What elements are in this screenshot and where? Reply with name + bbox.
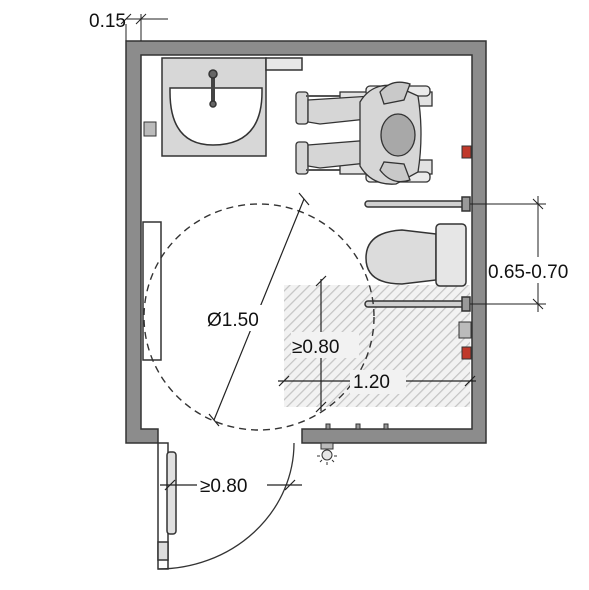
transfer-width-label: 1.20	[353, 372, 390, 393]
wall-thickness-label: 0.15	[89, 11, 126, 32]
wall-shelf	[142, 221, 162, 361]
door	[157, 442, 295, 570]
upper-grab-bar	[364, 196, 471, 212]
alarm-button-upper	[461, 145, 472, 159]
washbasin	[161, 57, 303, 157]
transfer-depth-label: ≥0.80	[292, 337, 339, 358]
wheelchair-user-icon	[295, 81, 433, 185]
lower-grab-bar	[364, 296, 471, 312]
toilet	[365, 223, 467, 287]
turning-circle	[143, 203, 375, 431]
wall-thickness-dimension	[120, 13, 168, 41]
door-width-label: ≥0.80	[200, 476, 247, 497]
soap-dispenser	[143, 121, 157, 137]
room-walls	[125, 40, 487, 444]
toilet-paper-holder	[458, 321, 472, 339]
grab-bar-spacing-label: 0.65-0.70	[488, 262, 568, 283]
bottom-wall-fixtures	[325, 423, 389, 430]
light-fixture-icon	[317, 442, 337, 465]
alarm-button-lower	[461, 346, 472, 360]
turning-circle-label: Ø1.50	[207, 310, 259, 331]
grab-bar-spacing-dimension	[470, 196, 546, 312]
